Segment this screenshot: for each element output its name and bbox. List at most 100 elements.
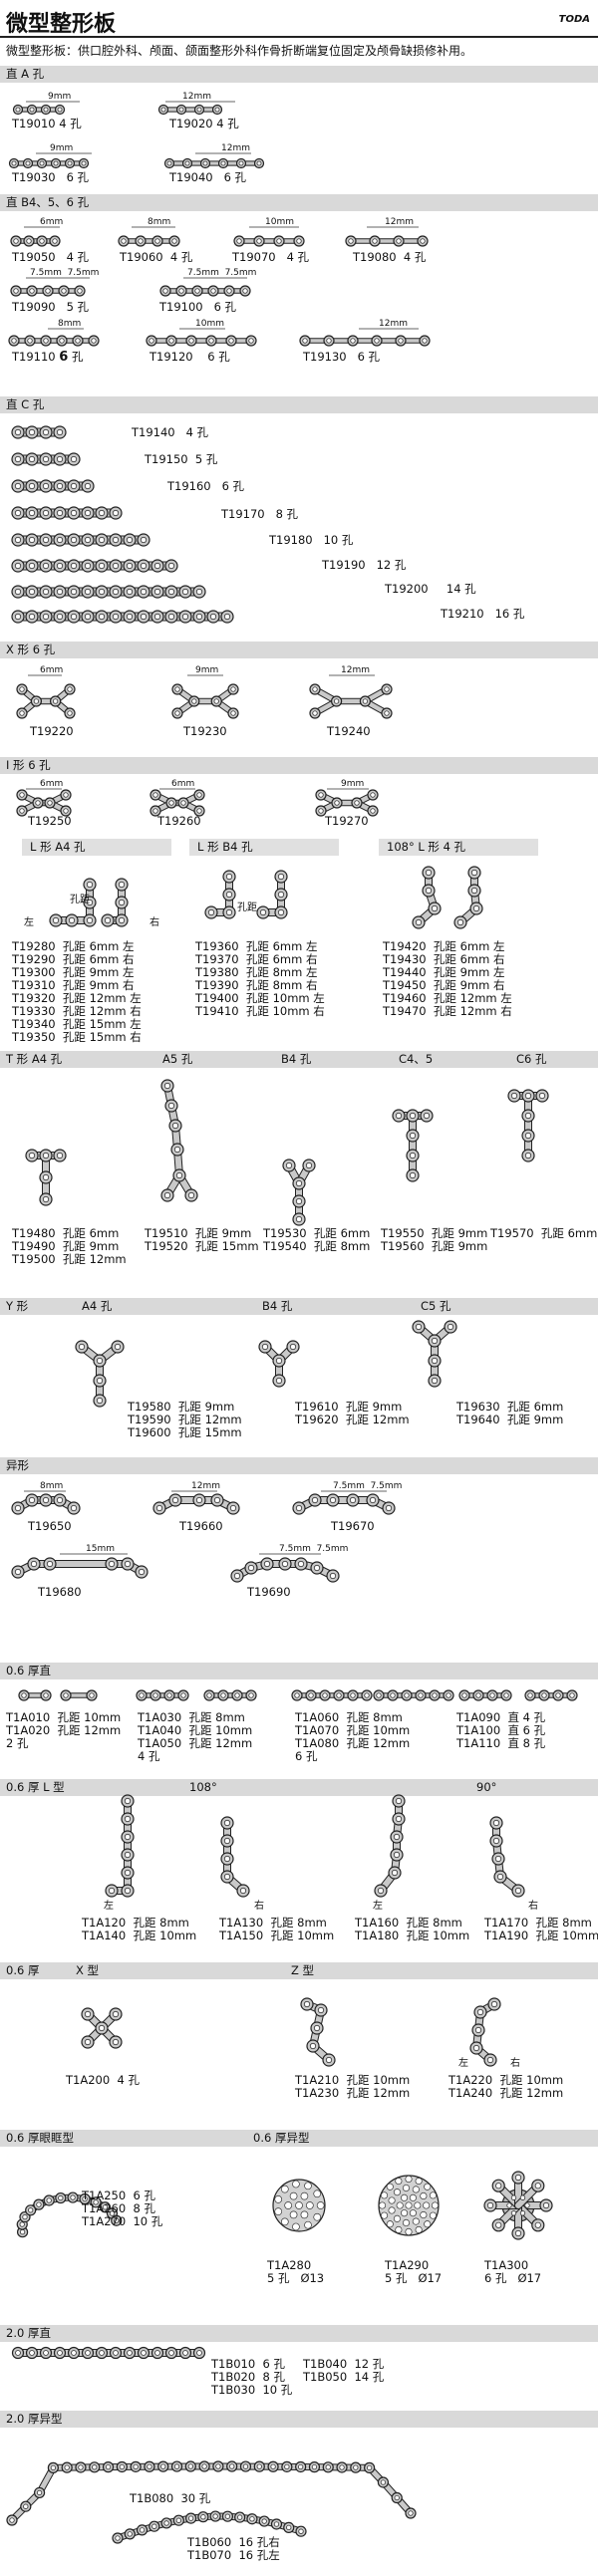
plate-hole [300, 2191, 309, 2200]
plate-hole [112, 2010, 120, 2018]
plate-hole [322, 1692, 328, 1698]
product-label: T19630 孔距 6mm T19640 孔距 9mm [456, 1400, 564, 1426]
plate-hole [42, 1195, 50, 1203]
product-label: T19010 4 孔 [12, 117, 82, 130]
plate-hole [196, 792, 202, 798]
plate-hole [396, 2201, 404, 2209]
plate-hole [195, 613, 203, 621]
plate-hole [329, 1572, 337, 1580]
plate-hole [70, 1504, 78, 1512]
plate-hole [141, 2350, 147, 2356]
subheader: A4 孔 [82, 1299, 113, 1313]
plate-hole [86, 916, 94, 924]
plate-hole [215, 2463, 221, 2469]
plate-hole [353, 2464, 359, 2470]
plate-hole [152, 808, 158, 814]
plate-hole [390, 1692, 396, 1698]
product-label: T19420 孔距 6mm 左 T19430 孔距 6mm 右 T19440 孔… [383, 939, 512, 1018]
plate-hole [534, 2183, 541, 2190]
plate-hole [298, 2528, 304, 2534]
plate-hole [510, 2194, 517, 2200]
plate-hole [153, 588, 161, 596]
plate-hole [313, 2190, 322, 2198]
plate-hole [195, 588, 203, 596]
plate-hole [220, 160, 226, 166]
plate-hole [28, 509, 36, 517]
section-header: 0.6 厚直 [0, 1663, 598, 1679]
plate-hole [178, 288, 184, 294]
plate-hole [393, 2189, 401, 2196]
plate-hole [118, 899, 126, 906]
dim-label: 7.5mm 7.5mm [187, 268, 257, 278]
plate-hole [173, 2463, 180, 2469]
plate-hole [140, 562, 148, 570]
plate-hole [422, 338, 428, 344]
dim-label: 10mm [265, 217, 294, 227]
plate-hole [339, 2464, 345, 2470]
plate-hole [42, 613, 50, 621]
plate-hole [28, 482, 36, 490]
plate-hole [168, 800, 174, 806]
plate-hole [78, 1343, 86, 1351]
plate-hole [175, 1171, 183, 1179]
plate-hole [70, 2194, 76, 2200]
plate-hole [56, 536, 64, 544]
plate-hole [112, 562, 120, 570]
plate-hole [171, 238, 177, 244]
plate-hole [415, 2225, 423, 2234]
plate-hole [239, 1887, 247, 1895]
product-label: T19240 [327, 724, 371, 738]
subheader: 90° [476, 1780, 497, 1794]
pitch-mark: 孔距 [70, 895, 90, 905]
plate-hole [28, 428, 36, 436]
dim-label: 8mm [40, 1481, 64, 1491]
plate-hole [415, 2177, 423, 2186]
plate-hole [226, 288, 232, 294]
product-label: T1B080 30 孔 [130, 2491, 211, 2505]
plate-hole [273, 2521, 280, 2527]
plate-hole [280, 2185, 289, 2193]
brand-logo: TODA [558, 14, 590, 25]
plate-hole [229, 1504, 237, 1512]
plate-hole [43, 2350, 49, 2356]
dim-label: 7.5mm 7.5mm [279, 1544, 349, 1554]
plate-hole [380, 2191, 389, 2199]
plate-hole [431, 2201, 440, 2209]
plate-hole [489, 1692, 495, 1698]
plate-hole [56, 562, 64, 570]
plate-hole [312, 710, 318, 716]
plate-hole [182, 2350, 188, 2356]
right-mark: 右 [510, 2058, 520, 2069]
plate-hole [124, 1797, 132, 1805]
plate-hole [92, 2464, 98, 2470]
plate-hole [140, 588, 148, 596]
plate-hole [388, 2196, 396, 2204]
plate-hole [202, 160, 208, 166]
plate-hole [70, 562, 78, 570]
plate-hole [308, 1692, 314, 1698]
right-mark: 右 [150, 917, 159, 928]
dim-label: 9mm [48, 92, 72, 102]
product-label: T1A030 孔距 8mm T1A040 孔距 10mm T1A050 孔距 1… [138, 1710, 253, 1763]
plate-hole [292, 2222, 300, 2231]
plate-hole [295, 1179, 303, 1187]
plate-hole [303, 2000, 311, 2008]
plate-hole [50, 2464, 57, 2471]
plate-hole [52, 238, 58, 244]
plate-hole [242, 2463, 249, 2469]
plate-hole [542, 2201, 550, 2209]
plate-hole [369, 1496, 377, 1504]
product-label: T19670 [331, 1519, 375, 1533]
plate-hole [98, 536, 106, 544]
plate-hole [296, 238, 302, 244]
plate-hole [124, 1833, 132, 1841]
plate-hole [84, 562, 92, 570]
plate-hole [56, 482, 64, 490]
plate-hole [149, 338, 154, 344]
plate-hole [420, 2191, 428, 2200]
plate-hole [555, 1692, 561, 1698]
plate-hole [28, 536, 36, 544]
plate-hole [486, 2056, 494, 2064]
plate-hole [238, 160, 244, 166]
